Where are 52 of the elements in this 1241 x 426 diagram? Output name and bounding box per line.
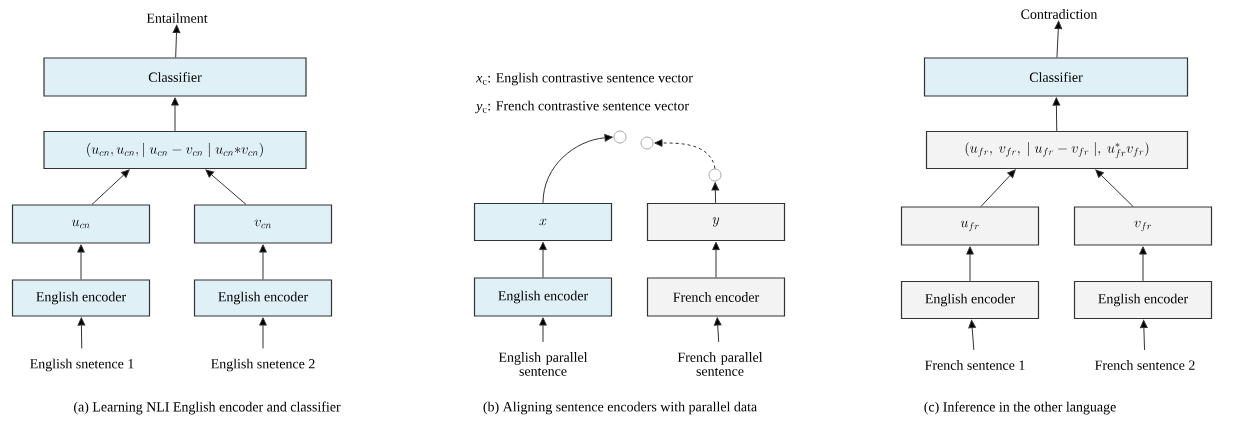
layer-box: English encoder <box>1073 280 1213 320</box>
arrow <box>171 97 179 132</box>
arrow <box>1095 169 1134 207</box>
arrow <box>91 169 130 205</box>
arrow <box>966 246 974 282</box>
sentence-label: French sentence 1 <box>925 360 1025 370</box>
panel-caption: (a) Learning NLI English encoder and classifier <box>74 401 341 415</box>
arrow <box>712 241 720 278</box>
layer-box: English encoder <box>11 279 151 317</box>
arrow <box>1052 97 1061 132</box>
layer-box: $v_{cn}$ <box>193 204 333 244</box>
sentence-label: French parallel sentence <box>677 352 763 376</box>
output-label: Entailment <box>146 13 208 23</box>
layer-box: $(u_{fr},\ v_{fr},\ \mid u_{fr}-v_{fr}\mid,\ u_{fr}^{*}v_{fr})$ <box>925 130 1189 170</box>
output-label: Contradiction <box>1021 9 1098 19</box>
arrow <box>172 24 181 58</box>
layer-box: $x$ <box>473 202 613 242</box>
arrow <box>259 317 267 349</box>
sentence-label: English snetence 1 <box>30 358 134 372</box>
arrow <box>539 317 547 343</box>
arrow <box>968 319 976 351</box>
arrow <box>654 139 716 169</box>
arrow <box>77 244 85 280</box>
layer-box: $y$ <box>646 202 786 242</box>
arrow <box>1139 246 1147 282</box>
layer-box: Classifier <box>43 57 307 97</box>
layer-box: $v_{fr}$ <box>1073 206 1213 246</box>
arrow <box>1054 20 1063 58</box>
panel-caption: (c) Inference in the other language <box>924 401 1116 415</box>
arrow <box>77 317 86 349</box>
arrow <box>1140 319 1148 351</box>
sentence-label: French sentence 2 <box>1095 360 1195 370</box>
panel-caption: (b) Aligning sentence encoders with parallel data <box>483 401 757 415</box>
layer-box: English encoder <box>900 280 1040 320</box>
arrow <box>205 169 247 205</box>
legend-note: y$_{c}$: French contrastive sentence vector <box>475 100 689 114</box>
arrow <box>539 241 547 278</box>
layer-box: $u_{cn}$ <box>11 204 151 244</box>
layer-box: Classifier <box>923 57 1189 97</box>
arrow <box>713 317 722 343</box>
layer-box: $u_{fr}$ <box>900 206 1040 246</box>
sentence-label: English parallel sentence <box>498 352 588 376</box>
arrow <box>259 244 267 280</box>
layer-box: $(u_{cn},u_{cn},\mid u_{cn}-v_{cn}\mid u_{cn}{*}v_{cn})$ <box>43 130 307 170</box>
layer-box: French encoder <box>646 277 786 317</box>
arrow <box>542 133 613 204</box>
arrow <box>980 169 1016 207</box>
arrow <box>711 182 720 204</box>
layer-box: English encoder <box>193 279 333 317</box>
legend-note: x$_{c}$: English contrastive sentence vector <box>476 72 693 86</box>
sentence-label: English snetence 2 <box>211 358 315 372</box>
layer-box: English encoder <box>473 277 613 317</box>
